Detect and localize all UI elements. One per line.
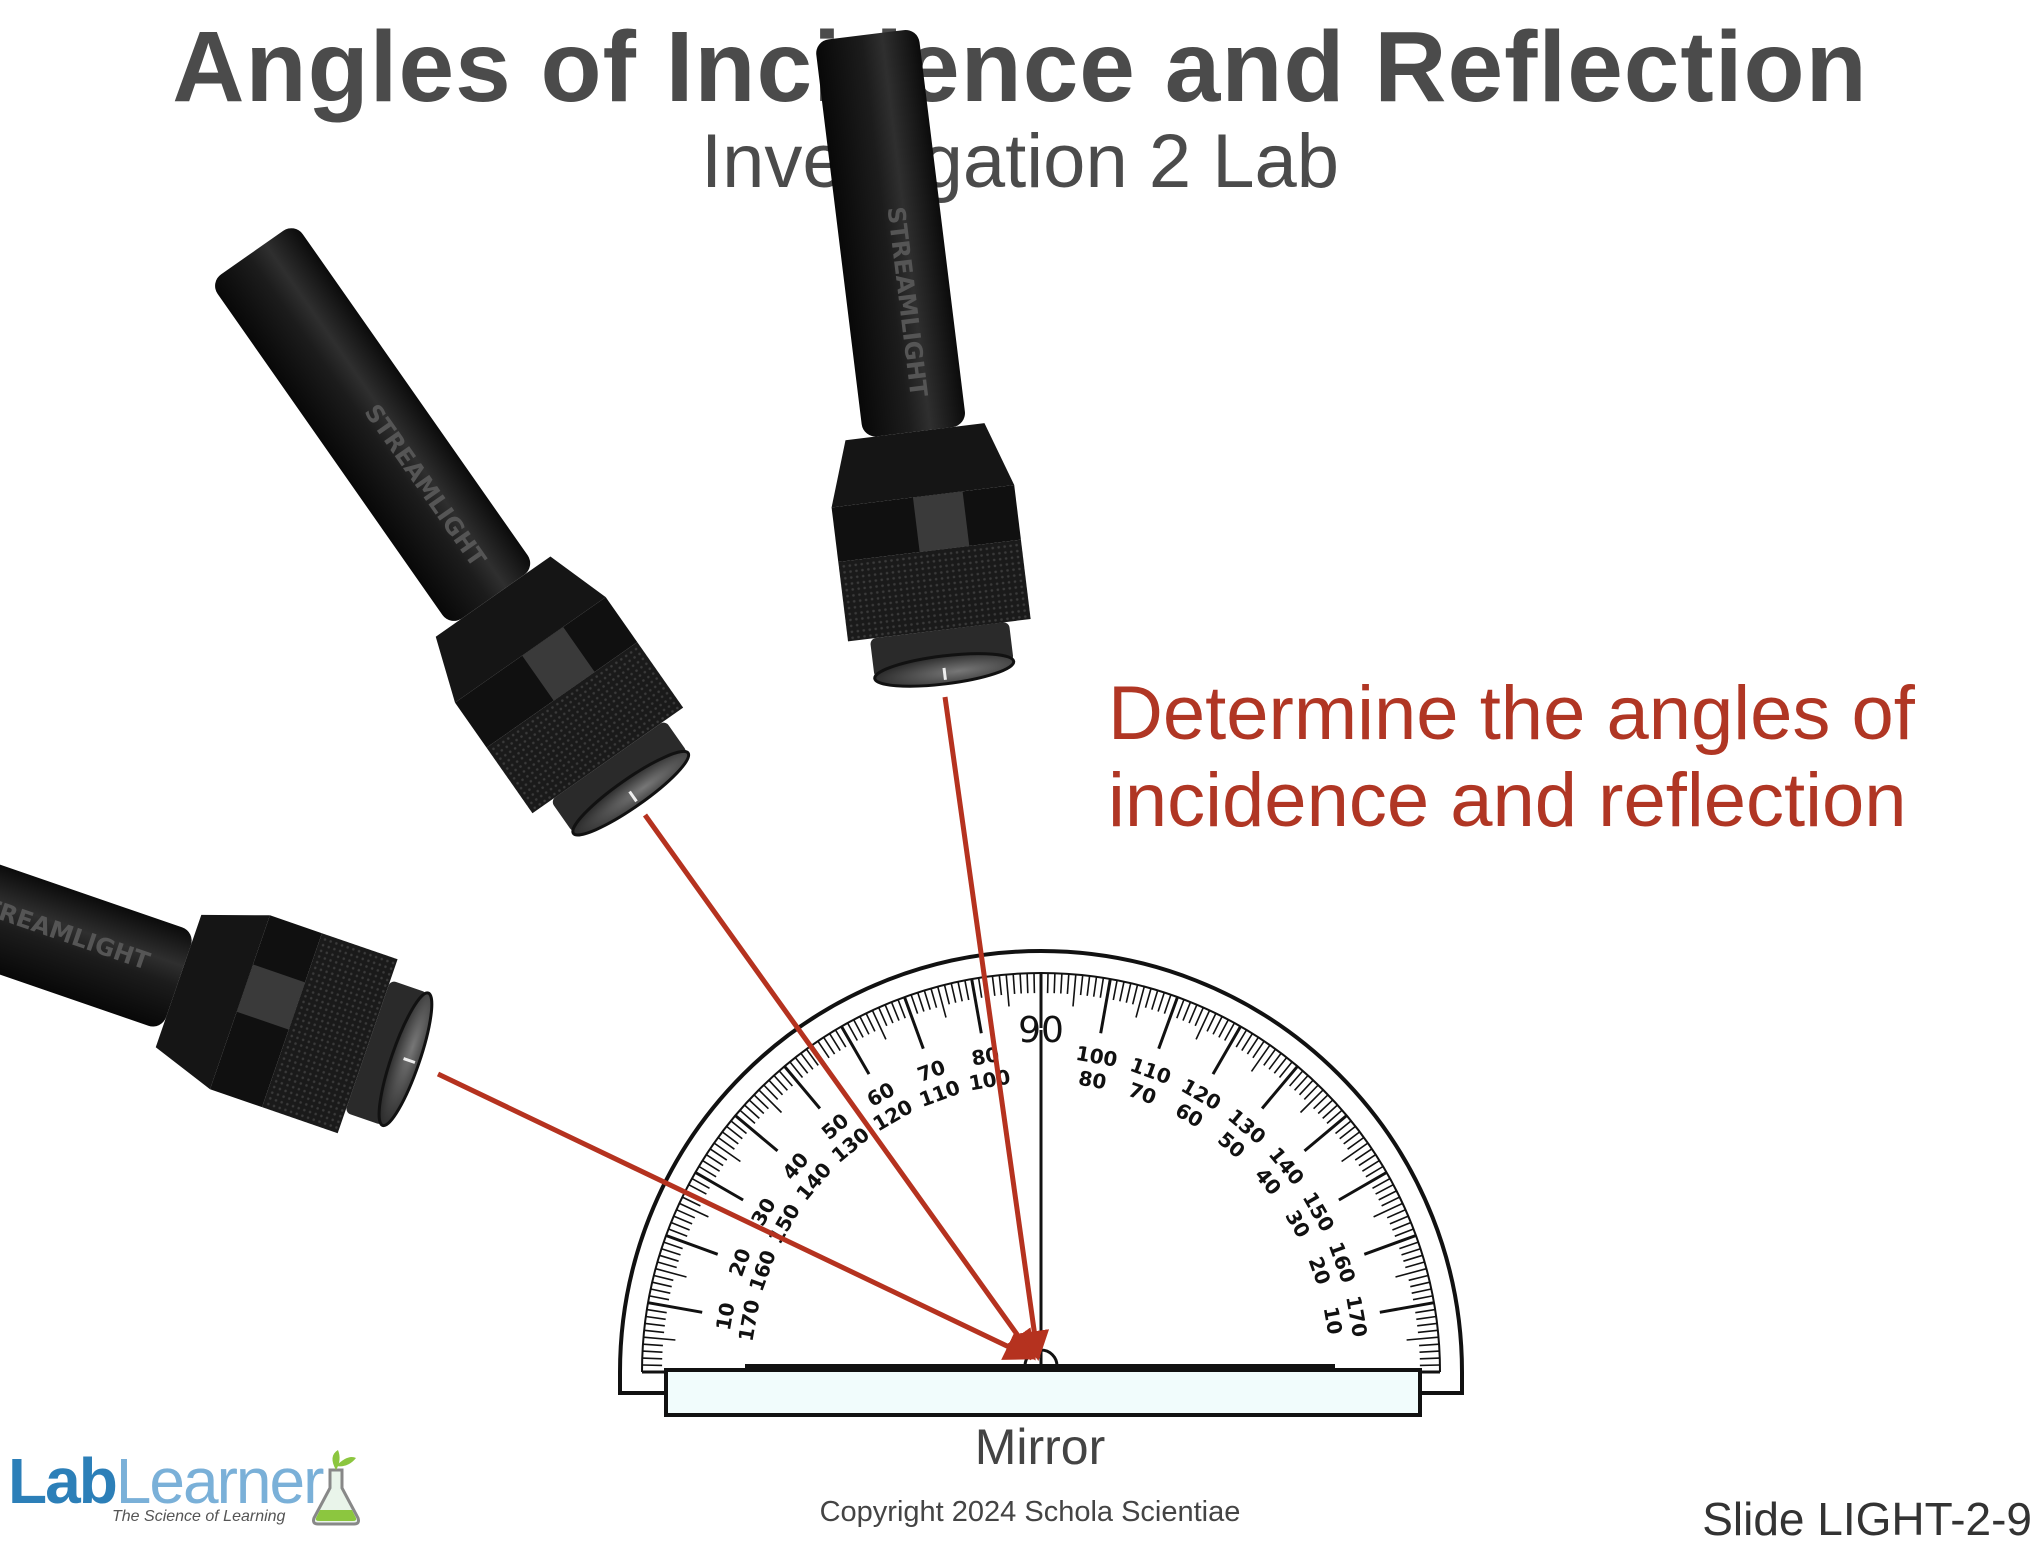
instruction-text: Determine the angles of incidence and re…: [1108, 670, 2008, 844]
protractor-tick: [1061, 974, 1062, 994]
flashlight-3: STREAMLIGHT: [775, 23, 1037, 695]
flashlight-1: STREAMLIGHT: [0, 744, 449, 1150]
protractor-tick: [1027, 973, 1028, 993]
flashlight-2: STREAMLIGHT: [177, 200, 714, 858]
protractor-center-label: 90: [1018, 1010, 1064, 1051]
protractor-tick: [1020, 974, 1021, 994]
instruction-line-1: Determine the angles of: [1108, 670, 2008, 757]
protractor-tick: [1054, 973, 1055, 993]
mirror: [666, 1370, 1420, 1415]
instruction-line-2: incidence and reflection: [1108, 757, 2008, 844]
mirror-label: Mirror: [940, 1418, 1140, 1476]
slide-number: Slide LIGHT-2-9: [1702, 1492, 2032, 1546]
protractor: 1017020160301504014050130601207011080100…: [620, 951, 1462, 1393]
protractor-label: 80: [1077, 1066, 1109, 1094]
protractor-label: 10: [1319, 1305, 1347, 1337]
protractor-tick: [1420, 1358, 1440, 1359]
protractor-tick: [642, 1358, 662, 1359]
protractor-tick: [1420, 1351, 1440, 1352]
protractor-tick: [643, 1351, 663, 1352]
